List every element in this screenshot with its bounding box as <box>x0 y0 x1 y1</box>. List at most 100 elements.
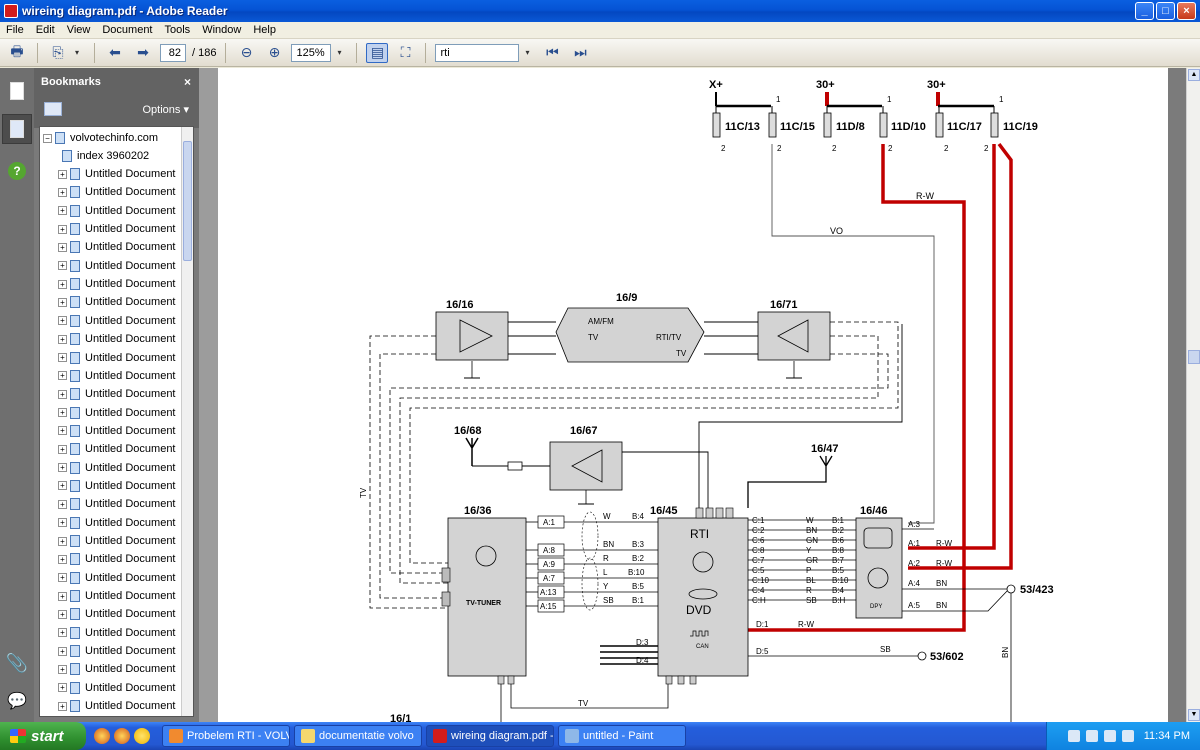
zoom-out-icon[interactable]: ⊖ <box>240 44 253 60</box>
bookmark-item[interactable]: +Untitled Document <box>58 238 176 256</box>
expand-icon[interactable]: + <box>58 554 67 564</box>
bookmark-item[interactable]: +Untitled Document <box>58 697 176 715</box>
zoom-dropdown-icon[interactable]: ▾ <box>337 48 342 57</box>
expand-icon[interactable]: + <box>58 628 67 638</box>
bookmark-item[interactable]: +Untitled Document <box>58 165 176 183</box>
browser-icon[interactable] <box>94 728 110 744</box>
expand-icon[interactable]: + <box>58 371 67 381</box>
task-wireing-diagram[interactable]: wireing diagram.pdf -... <box>426 725 554 747</box>
expand-icon[interactable]: + <box>58 664 67 674</box>
bookmark-item[interactable]: +Untitled Document <box>58 532 176 550</box>
bookmark-item[interactable]: +Untitled Document <box>58 569 176 587</box>
bookmark-item[interactable]: +Untitled Document <box>58 679 176 697</box>
bookmarks-close-button[interactable]: × <box>183 75 191 89</box>
expand-icon[interactable]: + <box>58 591 67 601</box>
document-scroll-thumb[interactable] <box>1188 350 1200 364</box>
zoom-in-icon[interactable]: ⊕ <box>268 44 281 60</box>
bookmarks-scrollbar[interactable] <box>181 127 193 716</box>
messenger-icon[interactable] <box>134 728 150 744</box>
menu-edit[interactable]: Edit <box>35 24 55 36</box>
expand-icon[interactable]: + <box>58 206 67 216</box>
expand-icon[interactable]: + <box>58 518 67 528</box>
start-button[interactable]: start <box>0 722 86 750</box>
expand-icon[interactable]: + <box>58 279 67 289</box>
collapse-icon[interactable]: − <box>43 133 52 143</box>
expand-icon[interactable]: + <box>58 499 67 509</box>
bookmark-item[interactable]: +Untitled Document <box>58 422 176 440</box>
bookmark-item[interactable]: +Untitled Document <box>58 642 176 660</box>
update-icon[interactable] <box>1121 730 1134 742</box>
title-bar[interactable]: wireing diagram.pdf - Adobe Reader _ □ × <box>0 0 1200 22</box>
firefox-icon[interactable] <box>114 728 130 744</box>
bookmark-item[interactable]: +Untitled Document <box>58 624 176 642</box>
expand-icon[interactable]: + <box>58 609 67 619</box>
expand-icon[interactable]: + <box>58 463 67 473</box>
bookmark-item[interactable]: +Untitled Document <box>58 367 176 385</box>
task-documentatie-volvo[interactable]: documentatie volvo <box>294 725 422 747</box>
expand-icon[interactable]: + <box>58 297 67 307</box>
expand-icon[interactable]: + <box>58 701 67 711</box>
bookmark-item[interactable]: +Untitled Document <box>58 550 176 568</box>
attachments-icon[interactable]: 📎 <box>5 652 29 673</box>
bookmark-item[interactable]: +Untitled Document <box>58 440 176 458</box>
bookmark-item[interactable]: +Untitled Document <box>58 275 176 293</box>
task-untitled-paint[interactable]: untitled - Paint <box>558 725 686 747</box>
expand-icon[interactable]: + <box>58 426 67 436</box>
share-icon[interactable]: ⎘ <box>52 44 64 60</box>
bookmark-item[interactable]: +Untitled Document <box>58 183 176 201</box>
document-scrollbar[interactable]: ▲ ▼ <box>1186 68 1200 722</box>
bookmarks-options-button[interactable]: Options ▾ <box>142 104 190 116</box>
expand-icon[interactable]: + <box>58 573 67 583</box>
bookmark-root[interactable]: − volvotechinfo.com <box>43 129 158 147</box>
bookmark-item[interactable]: +Untitled Document <box>58 220 176 238</box>
scroll-down-icon[interactable]: ▼ <box>1188 709 1200 721</box>
menu-window[interactable]: Window <box>202 24 242 36</box>
previous-page-icon[interactable]: ⬅ <box>109 44 121 60</box>
expand-icon[interactable]: + <box>58 408 67 418</box>
security-icon[interactable] <box>1103 730 1116 742</box>
expand-icon[interactable]: + <box>58 316 67 326</box>
bookmark-index[interactable]: index 3960202 <box>62 147 149 165</box>
comments-icon[interactable]: 💬 <box>7 693 27 710</box>
fit-width-icon[interactable]: ▤ <box>366 42 389 63</box>
network-icon[interactable] <box>1067 730 1080 742</box>
expand-icon[interactable]: + <box>58 536 67 546</box>
bookmark-item[interactable]: +Untitled Document <box>58 660 176 678</box>
bookmark-item[interactable]: +Untitled Document <box>58 202 176 220</box>
menu-document[interactable]: Document <box>102 24 153 36</box>
bookmark-item[interactable]: +Untitled Document <box>58 312 176 330</box>
maximize-button[interactable]: □ <box>1156 2 1175 20</box>
expand-icon[interactable]: + <box>58 353 67 362</box>
bookmark-item[interactable]: +Untitled Document <box>58 605 176 623</box>
zoom-level-input[interactable]: 125% <box>291 43 332 62</box>
next-page-icon[interactable]: ➡ <box>137 44 149 60</box>
expand-icon[interactable]: + <box>58 242 67 252</box>
document-view[interactable]: X+ 30+ 30+ <box>218 68 1186 722</box>
fit-page-icon[interactable]: ⛶ <box>400 44 411 60</box>
bookmark-item[interactable]: +Untitled Document <box>58 587 176 605</box>
bookmark-item[interactable]: +Untitled Document <box>58 514 176 532</box>
minimize-button[interactable]: _ <box>1135 2 1154 20</box>
bookmark-item[interactable]: +Untitled Document <box>58 385 176 403</box>
bookmark-item[interactable]: +Untitled Document <box>58 495 176 513</box>
help-icon[interactable]: ? <box>2 156 32 186</box>
find-previous-icon[interactable]: ⏮ <box>546 44 559 60</box>
volume-icon[interactable] <box>1085 730 1098 742</box>
bookmark-item[interactable]: +Untitled Document <box>58 459 176 477</box>
find-dropdown-icon[interactable]: ▾ <box>525 48 530 57</box>
close-button[interactable]: × <box>1177 2 1196 20</box>
bookmarks-scroll-thumb[interactable] <box>183 141 192 261</box>
expand-icon[interactable]: + <box>58 169 67 179</box>
menu-view[interactable]: View <box>66 24 91 36</box>
expand-icon[interactable]: + <box>58 389 67 399</box>
bookmark-item[interactable]: +Untitled Document <box>58 330 176 348</box>
menu-file[interactable]: File <box>6 24 24 36</box>
expand-icon[interactable]: + <box>58 187 67 197</box>
expand-icon[interactable]: + <box>58 646 67 656</box>
find-input[interactable]: rti <box>435 43 520 62</box>
expand-icon[interactable]: + <box>58 334 67 344</box>
find-next-icon[interactable]: ⏭ <box>574 44 587 60</box>
bookmark-item[interactable]: +Untitled Document <box>58 349 176 367</box>
share-dropdown-icon[interactable]: ▾ <box>75 48 80 57</box>
bookmarks-icon[interactable] <box>2 114 32 144</box>
